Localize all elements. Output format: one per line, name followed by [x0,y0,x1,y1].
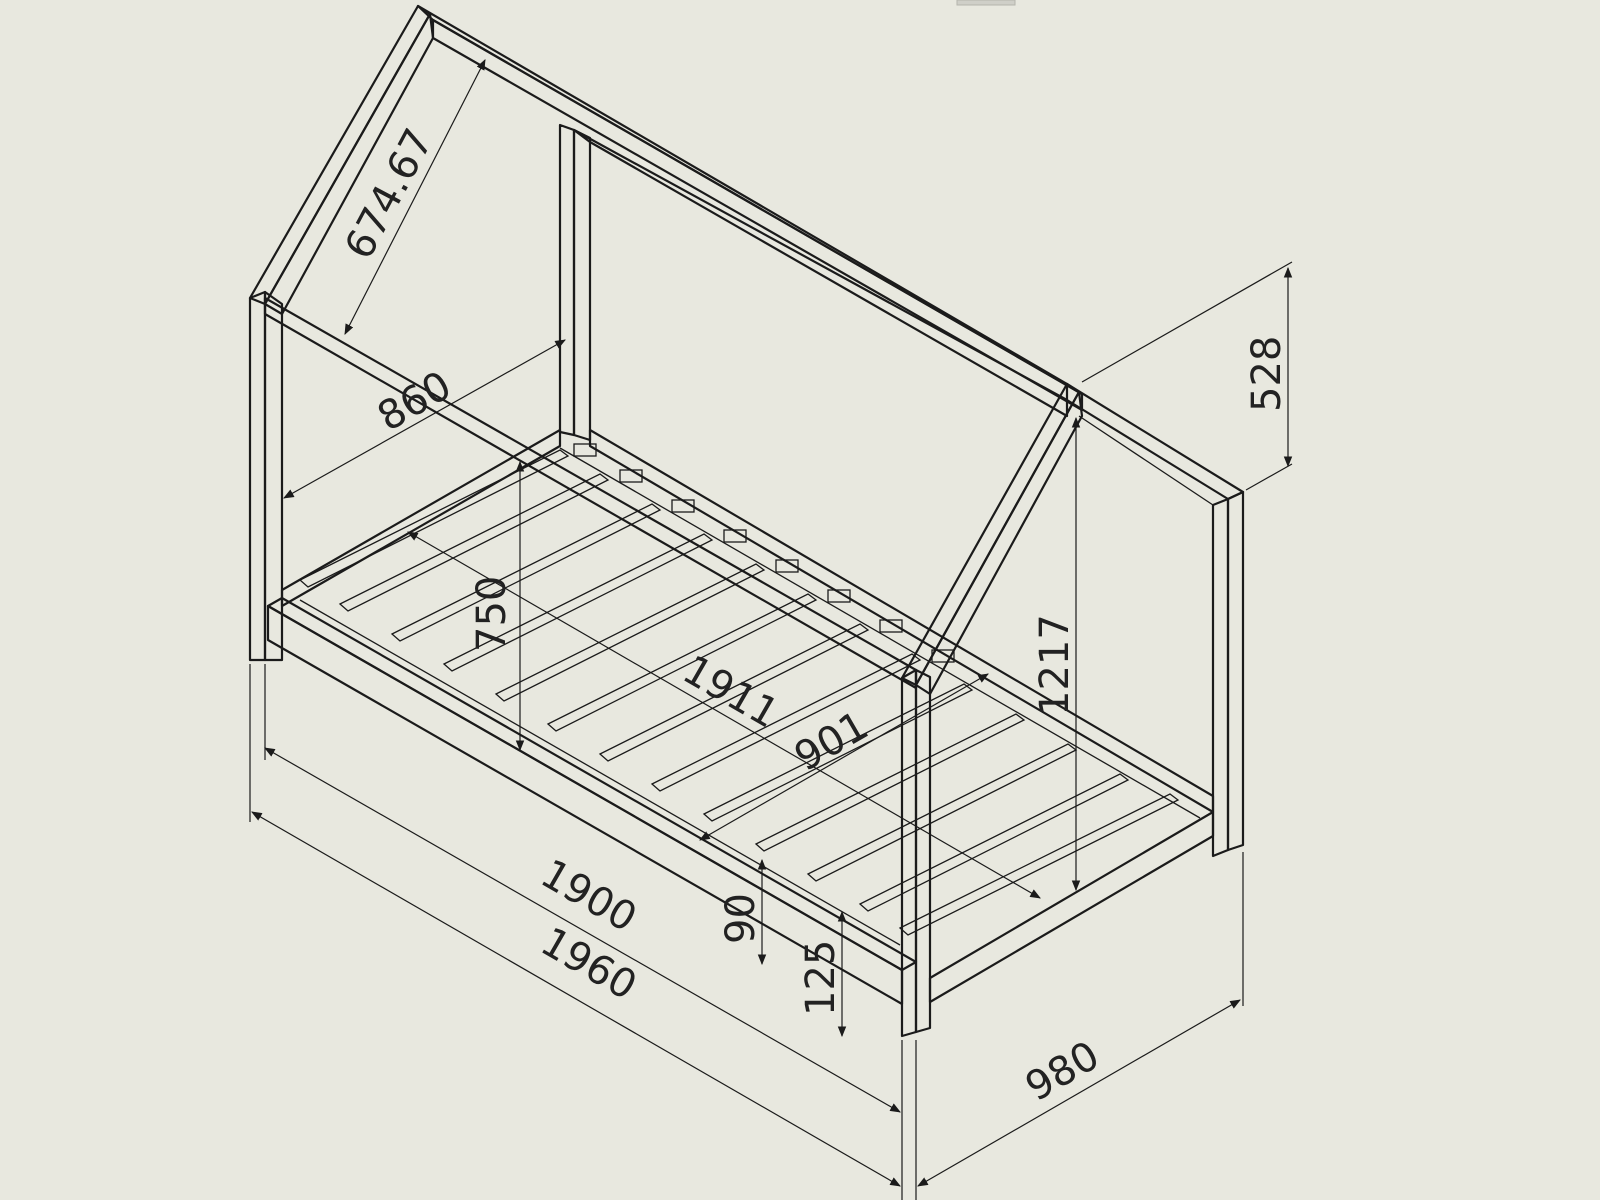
post-back-left [558,123,576,437]
dim-label-90: 90 [718,893,764,944]
dim-line-980 [917,999,1241,1187]
post-front-left-side [263,290,284,662]
ridge-beam-side [431,18,1084,412]
post-back-right-side [1226,490,1245,852]
ext-528-top [1081,261,1293,383]
dim-label-901: 901 [787,703,876,781]
dim-label-860: 860 [370,363,459,441]
dim-label-750: 750 [469,576,515,652]
dim-label-1960: 1960 [533,919,644,1010]
dim-line-1900 [264,747,901,1113]
dim-label-1911: 1911 [675,647,786,738]
dim-line-1960 [251,811,901,1187]
dimension-lines [249,59,1293,1200]
dim-label-125: 125 [798,940,844,1016]
dim-label-674-67: 674.67 [336,122,442,267]
slat-support-back [559,447,1201,819]
dim-line-674-67 [344,59,486,335]
base-rail-right [928,810,1215,1004]
ext-528-bottom [1245,463,1293,491]
rafter-right-back-edge [1078,415,1214,506]
dim-label-980: 980 [1018,1033,1107,1111]
post-front-right-side [914,668,932,1034]
rafter-right-back [1065,382,1245,501]
top-rail-back [572,128,1069,418]
post-back-right [1211,497,1230,858]
slat-ends [573,443,955,663]
top-tab [956,0,1016,6]
post-back-left-side [572,128,592,442]
dim-label-1217: 1217 [1032,614,1078,716]
post-front-left [248,290,267,662]
dim-line-860 [283,339,566,499]
dim-label-528: 528 [1244,336,1290,412]
